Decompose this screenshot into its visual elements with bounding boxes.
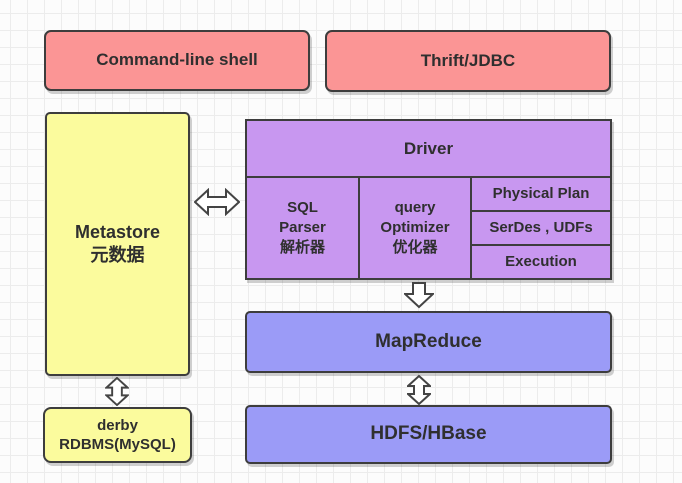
arrow-metastore-derby: [105, 377, 129, 406]
node-derby-rdbms: derby RDBMS(MySQL): [43, 407, 192, 463]
driver-cell-sql-parser: SQL Parser 解析器: [247, 178, 360, 278]
node-driver: Driver SQL Parser 解析器 query Optimizer 优化…: [245, 119, 612, 280]
driver-cell-serdes-udfs: SerDes , UDFs: [472, 212, 610, 246]
bidirectional-vertical-arrow-icon: [105, 377, 129, 406]
driver-cell-physical-plan: Physical Plan: [472, 178, 610, 212]
down-arrow-icon: [404, 282, 434, 309]
driver-body: SQL Parser 解析器 query Optimizer 优化器 Physi…: [247, 178, 610, 278]
arrow-metastore-driver: [194, 188, 240, 216]
bidirectional-vertical-arrow-icon: [407, 375, 431, 405]
arrow-driver-mapreduce: [404, 282, 434, 309]
node-thrift-jdbc: Thrift/JDBC: [325, 30, 611, 92]
bidirectional-horizontal-arrow-icon: [194, 188, 240, 216]
driver-cell-execution: Execution: [505, 252, 577, 270]
driver-right-column: Physical Plan SerDes , UDFs Execution: [472, 178, 610, 278]
node-mapreduce: MapReduce: [245, 311, 612, 373]
node-command-line-shell: Command-line shell: [44, 30, 310, 91]
driver-cell-query-optimizer: query Optimizer 优化器: [360, 178, 472, 278]
node-hdfs-hbase: HDFS/HBase: [245, 405, 612, 464]
arrow-mapreduce-hdfs: [407, 375, 431, 405]
node-metastore: Metastore 元数据: [45, 112, 190, 376]
driver-title: Driver: [247, 121, 610, 178]
